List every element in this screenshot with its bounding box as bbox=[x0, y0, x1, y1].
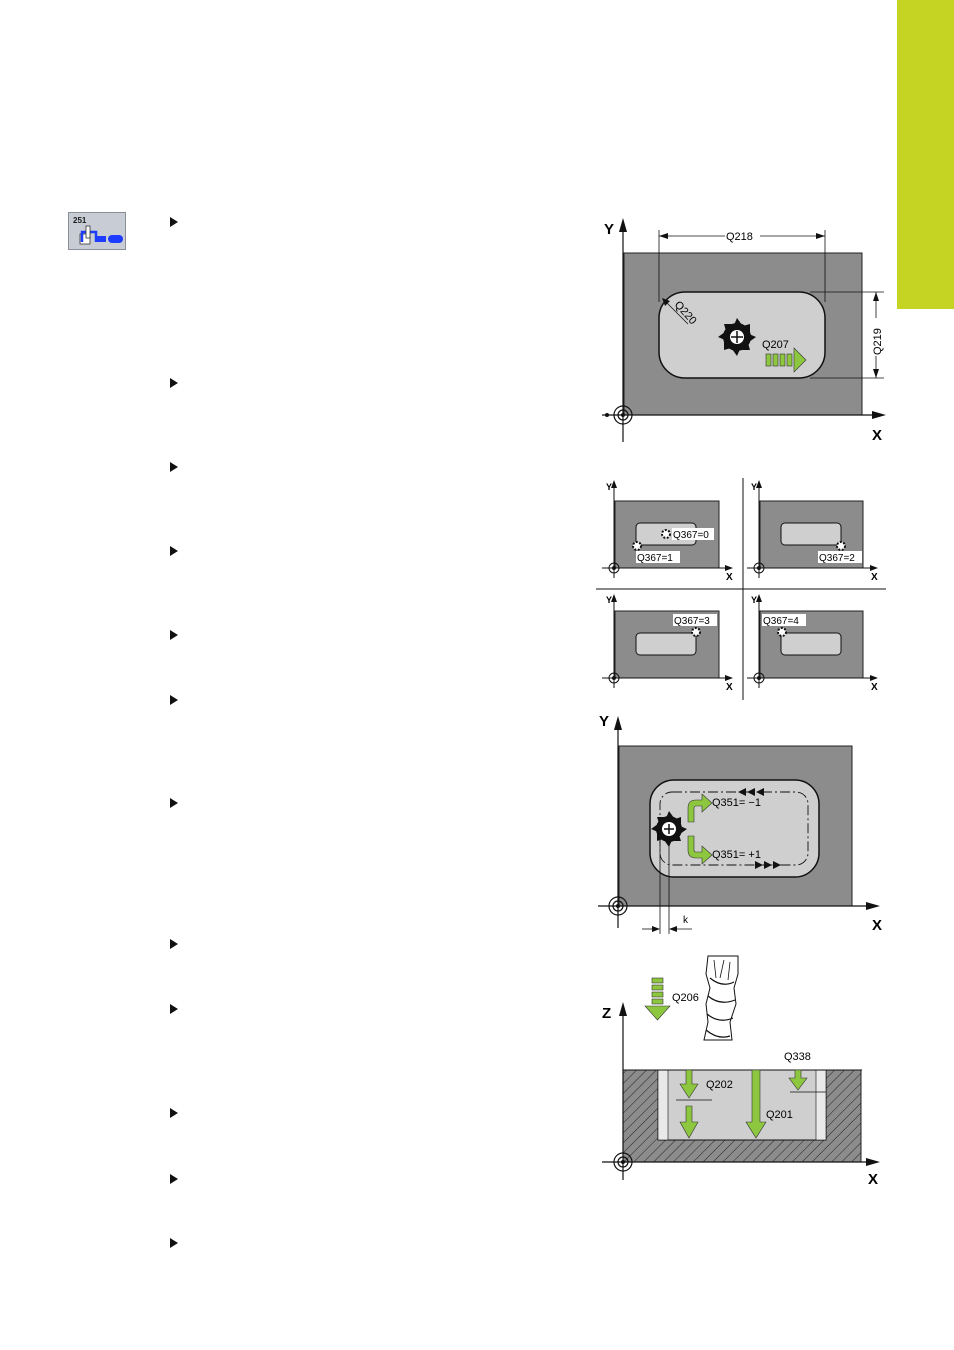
panel-q367-0-1: Y X Q367=0 Q367=1 bbox=[602, 480, 733, 583]
q367-3-label: Q367=3 bbox=[674, 616, 710, 627]
axis-y-label: Y bbox=[604, 221, 614, 238]
cycle-251-icon: 251 bbox=[68, 212, 126, 250]
q218-label: Q218 bbox=[726, 231, 753, 243]
q202-label: Q202 bbox=[706, 1079, 733, 1091]
axis-z-label: Z bbox=[602, 1005, 611, 1022]
panel-q367-4: Y X Q367=4 bbox=[747, 594, 878, 693]
q351-upcut-label: Q351= +1 bbox=[712, 849, 761, 861]
q367-0-label: Q367=0 bbox=[673, 530, 709, 541]
axis-y-label: Y bbox=[606, 595, 612, 605]
q338-arrow-icon bbox=[788, 1069, 808, 1091]
q202-arrows-icon bbox=[679, 1069, 699, 1139]
feed-arrow-icon bbox=[765, 347, 807, 373]
axis-x-label: X bbox=[872, 427, 882, 444]
bullet-arrow bbox=[170, 798, 178, 808]
q338-label: Q338 bbox=[784, 1051, 811, 1063]
bullet-arrow bbox=[170, 378, 178, 388]
bullet-arrow bbox=[170, 630, 178, 640]
figure-depth-section: Q206 Z X Q202 Q201 Q338 bbox=[602, 955, 880, 1188]
figure-pocket-dimensions: Y X Q218 Q219 Q220 Q207 bbox=[602, 218, 886, 444]
milling-cutter-icon bbox=[651, 811, 687, 847]
q367-1-label: Q367=1 bbox=[637, 553, 673, 564]
k-label: k bbox=[683, 915, 689, 926]
q367-4-label: Q367=4 bbox=[763, 616, 799, 627]
q201-label: Q201 bbox=[766, 1109, 793, 1121]
bullet-arrow bbox=[170, 1108, 178, 1118]
figure-pocket-position: Y X Q367=0 Q367=1 Y X Q367=2 Y X Q367=3 bbox=[596, 478, 886, 700]
panel-q367-3: Y X Q367=3 bbox=[602, 594, 733, 693]
q351-climb-label: Q351= −1 bbox=[712, 797, 761, 809]
bullet-arrow bbox=[170, 1238, 178, 1248]
bullet-arrow bbox=[170, 1174, 178, 1184]
axis-y-label: Y bbox=[599, 713, 609, 730]
axis-x-label: X bbox=[871, 572, 878, 583]
axis-y-label: Y bbox=[751, 482, 757, 492]
bullet-arrow bbox=[170, 546, 178, 556]
panel-q367-2: Y X Q367=2 bbox=[747, 480, 878, 583]
milling-cutter-icon bbox=[718, 318, 756, 356]
bullet-arrow bbox=[170, 939, 178, 949]
axis-x-label: X bbox=[868, 1171, 878, 1188]
q367-2-label: Q367=2 bbox=[819, 553, 855, 564]
chapter-tab bbox=[897, 0, 954, 309]
axis-x-label: X bbox=[726, 572, 733, 583]
axis-y-label: Y bbox=[606, 482, 612, 492]
bullet-arrow bbox=[170, 217, 178, 227]
q206-label: Q206 bbox=[672, 992, 699, 1004]
axis-x-label: X bbox=[872, 917, 882, 934]
axis-y-label: Y bbox=[751, 595, 757, 605]
bullet-arrow bbox=[170, 462, 178, 472]
q201-arrow-icon bbox=[745, 1069, 767, 1139]
climb-arrow-icon bbox=[687, 793, 713, 823]
bullet-arrow bbox=[170, 695, 178, 705]
bullet-arrow bbox=[170, 1004, 178, 1014]
feed-down-arrow-icon bbox=[644, 977, 671, 1021]
axis-x-label: X bbox=[726, 682, 733, 693]
q207-label: Q207 bbox=[762, 339, 789, 351]
q219-label: Q219 bbox=[872, 328, 884, 355]
axis-x-label: X bbox=[871, 682, 878, 693]
end-mill-icon bbox=[703, 955, 739, 1041]
cycle-number: 251 bbox=[73, 216, 87, 225]
figure-milling-direction: Y X Q351= −1 Q351= +1 k bbox=[598, 713, 882, 934]
upcut-arrow-icon bbox=[687, 835, 713, 865]
